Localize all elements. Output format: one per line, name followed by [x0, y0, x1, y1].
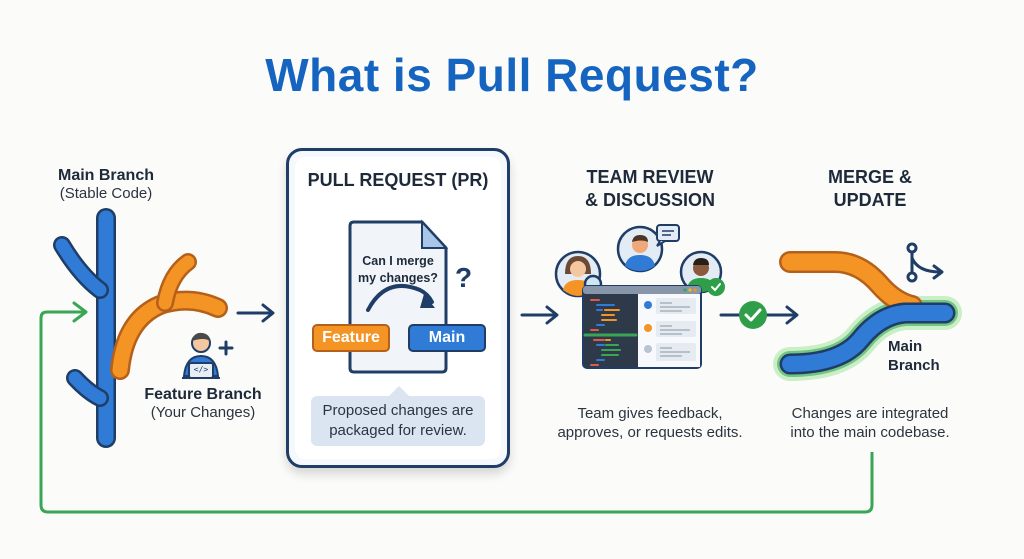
main-branch-graphic: [53, 208, 116, 448]
team-review-desc-line2: approves, or requests edits.: [557, 424, 743, 441]
merge-update-description: Changes are integrated into the main cod…: [770, 404, 970, 442]
merge-question: Can I merge my changes?: [352, 253, 444, 287]
merge-update-heading-line1: MERGE &: [827, 167, 912, 187]
document-icon: [348, 219, 449, 374]
main-branch-sublabel: (Stable Code): [59, 185, 153, 202]
merged-branch-label-line2: Branch: [888, 357, 940, 374]
merge-update-heading-line2: UPDATE: [833, 190, 907, 210]
merge-question-line1: Can I merge: [362, 254, 434, 268]
feature-branch-graphic: [110, 253, 228, 380]
main-branch-label: Main Branch: [57, 167, 154, 184]
arrow-step1-to-step2: [236, 303, 275, 323]
code-review-window: [582, 285, 702, 369]
page-title: What is Pull Request?: [265, 49, 759, 101]
feedback-loop-line: [39, 310, 874, 514]
question-mark-icon: ?: [455, 262, 473, 293]
comment-bubble-icon: [656, 224, 680, 247]
team-review-heading-line1: TEAM REVIEW: [586, 167, 714, 187]
pr-description-callout: Proposed changes are packaged for review…: [311, 396, 485, 446]
developer-laptop-icon: </>: [180, 330, 236, 382]
feature-branch-label: Feature Branch: [144, 386, 262, 403]
main-pill: Main: [408, 324, 486, 352]
merge-desc-line1: Changes are integrated: [791, 405, 949, 422]
approval-check-badge-icon: [707, 278, 725, 296]
merge-branches-graphic: [773, 251, 962, 381]
review-comments: [644, 298, 696, 361]
team-review-heading: TEAM REVIEW & DISCUSSION: [530, 166, 770, 212]
callout-line2: packaged for review.: [329, 422, 467, 439]
pull-request-heading: PULL REQUEST (PR): [307, 170, 489, 190]
merged-main-branch-label: Main Branch: [888, 337, 940, 375]
team-review-heading-line2: & DISCUSSION: [584, 190, 716, 210]
merge-update-heading: MERGE & UPDATE: [770, 166, 970, 212]
merge-question-line2: my changes?: [358, 271, 438, 285]
callout-pointer: [388, 386, 410, 397]
git-merge-icon: [906, 242, 944, 283]
callout-line1: Proposed changes are: [322, 402, 474, 419]
team-review-desc-line1: Team gives feedback,: [577, 405, 723, 422]
feature-branch-sublabel: (Your Changes): [150, 404, 256, 421]
code-glyph: </>: [193, 365, 209, 374]
reviewer-avatar-male: [616, 225, 664, 273]
team-review-description: Team gives feedback, approves, or reques…: [530, 404, 770, 442]
merged-branch-label-line1: Main: [888, 338, 923, 355]
merge-desc-line2: into the main codebase.: [790, 424, 950, 441]
feedback-loop-arrowhead: [72, 301, 88, 323]
feature-pill: Feature: [312, 324, 390, 352]
arrow-step2-to-step3: [520, 305, 559, 325]
code-lines: [583, 299, 638, 366]
approved-check-icon: [739, 301, 767, 329]
